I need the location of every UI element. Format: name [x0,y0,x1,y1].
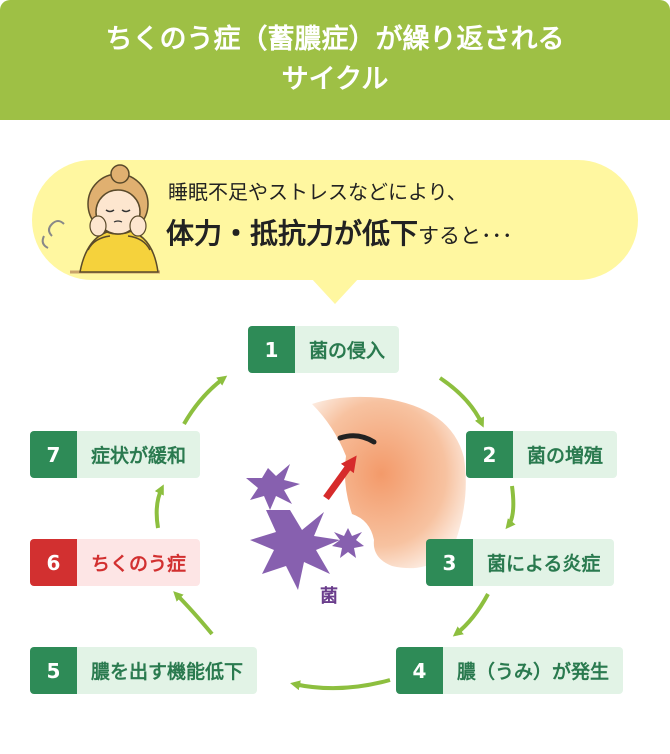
step-number: 5 [30,647,77,694]
step-label: 症状が緩和 [77,431,201,478]
step-number: 2 [466,431,513,478]
step-2-bacteria-growth: 2 菌の増殖 [466,431,618,478]
step-label: 膿を出す機能低下 [77,647,258,694]
bubble-emphasis: 体力・抵抗力が低下 [166,217,419,250]
step-label: 菌の増殖 [513,431,618,478]
step-label: 菌の侵入 [295,326,400,373]
step-label: 菌による炎症 [473,539,615,586]
bubble-line-1: 睡眠不足やストレスなどにより、 [168,180,467,204]
nose-icon [312,396,466,569]
red-arrow-icon [323,455,357,501]
step-4-pus-formation: 4 膿（うみ）が発生 [396,647,624,694]
germ-label: 菌 [320,586,338,607]
step-number: 4 [396,647,443,694]
diagram-title: ちくのう症（蓄膿症）が繰り返される サイクル [0,0,670,120]
germ-icon [246,464,364,590]
cycle-arrows [154,375,516,691]
speech-bubble-tail [311,278,359,304]
bubble-line-2-tail: すると･･･ [418,224,513,248]
step-label: ちくのう症 [77,539,201,586]
step-number: 6 [30,539,77,586]
step-5-drainage-decline: 5 膿を出す機能低下 [30,647,258,694]
step-6-sinusitis: 6 ちくのう症 [30,539,201,586]
step-number: 7 [30,431,77,478]
step-number: 3 [426,539,473,586]
bubble-line-2: 体力・抵抗力が低下すると･･･ [166,212,513,252]
title-line-1: ちくのう症（蓄膿症）が繰り返される [105,24,565,55]
step-3-inflammation: 3 菌による炎症 [426,539,615,586]
title-line-2: サイクル [281,64,389,95]
step-label: 膿（うみ）が発生 [443,647,624,694]
step-1-bacteria-invasion: 1 菌の侵入 [248,326,400,373]
step-number: 1 [248,326,295,373]
step-7-symptom-relief: 7 症状が緩和 [30,431,201,478]
